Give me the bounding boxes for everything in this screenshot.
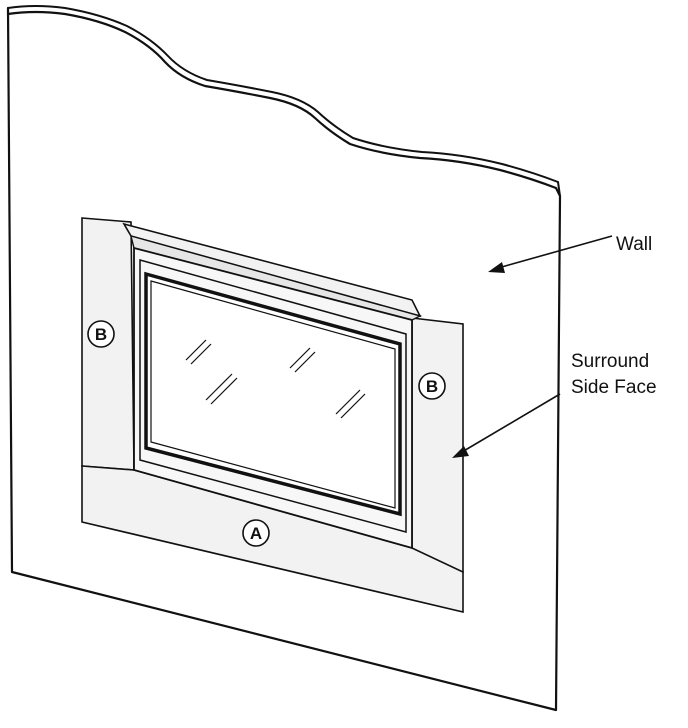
surround-callout-arrow <box>452 393 561 458</box>
svg-text:A: A <box>250 524 262 543</box>
firebox-frame-middle <box>139 259 407 533</box>
glass-panel <box>144 271 402 517</box>
part-b-right-label: B <box>418 372 446 400</box>
svg-text:B: B <box>95 325 107 344</box>
glass-reflection-marks <box>185 339 366 419</box>
wall-label: Wall <box>616 234 652 255</box>
glass-inner <box>150 280 396 509</box>
wall-top-edge <box>7 5 561 197</box>
surround-label-line1: Surround <box>571 351 649 372</box>
wall-callout-arrow <box>488 235 613 273</box>
part-a-label: A <box>242 519 270 547</box>
surround-label-line2: Side Face <box>571 377 657 398</box>
svg-text:B: B <box>426 377 438 396</box>
surround-right-side <box>411 317 464 573</box>
part-b-left-label: B <box>87 320 115 348</box>
